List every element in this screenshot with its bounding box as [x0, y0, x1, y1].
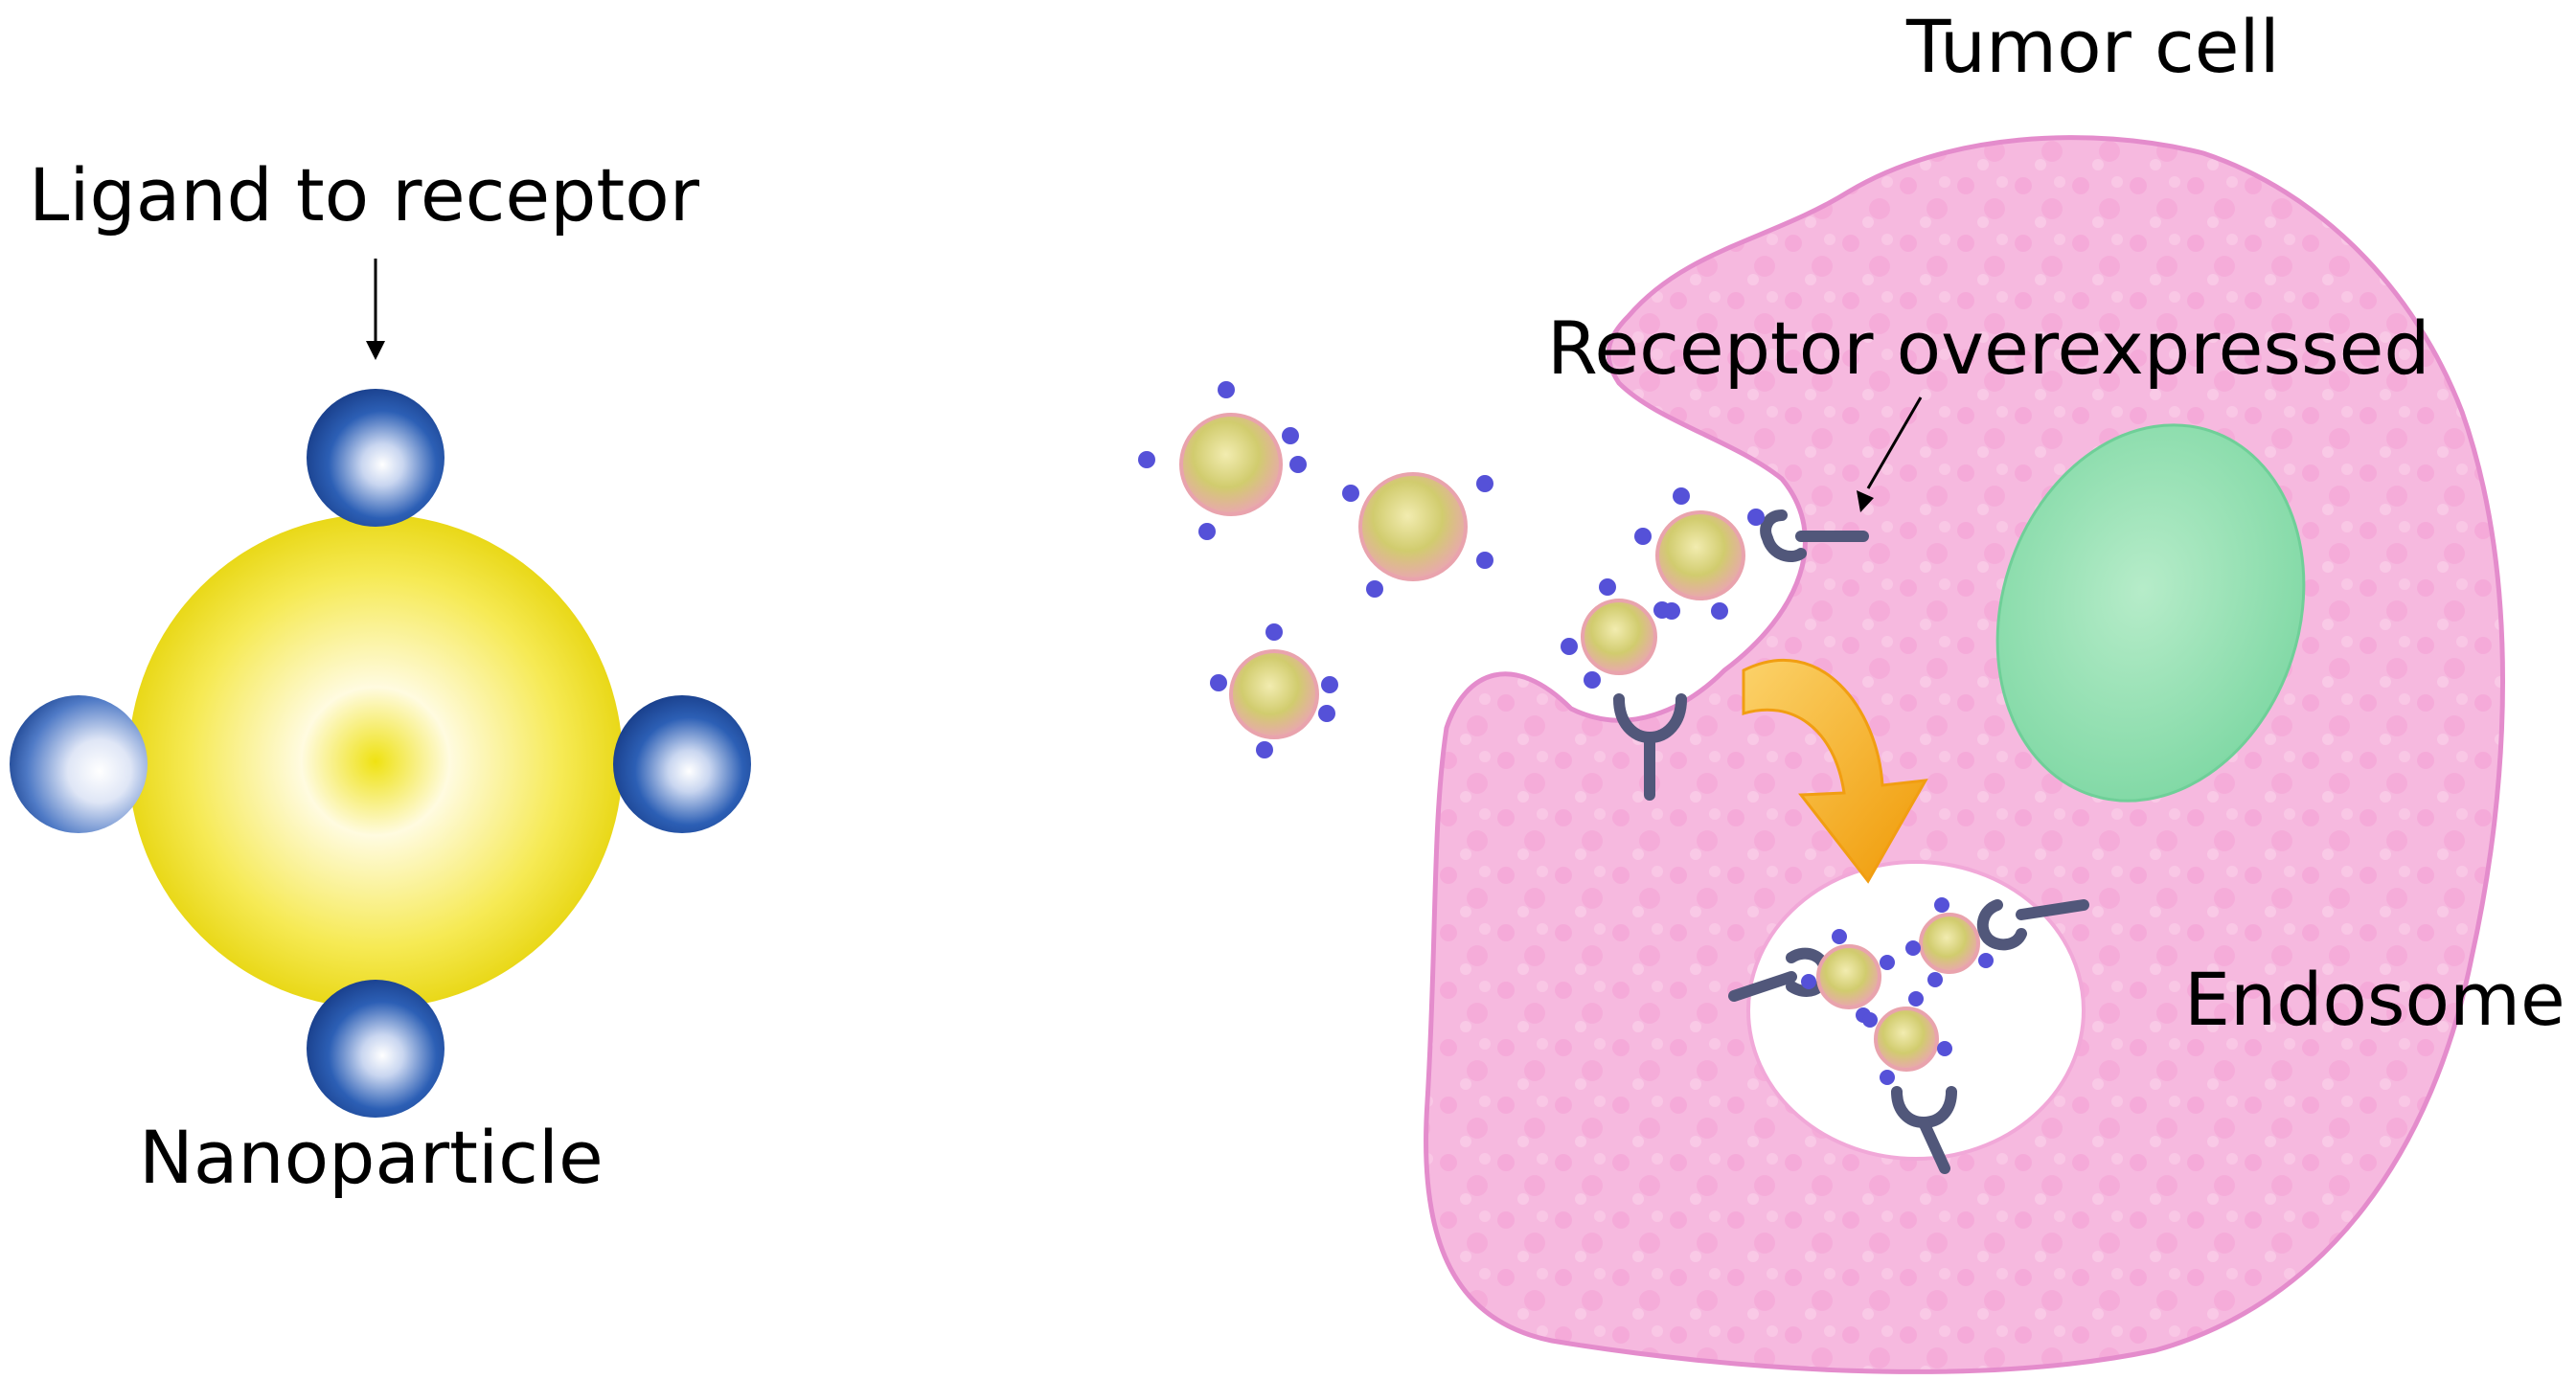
bound-nanoparticle-2 — [1561, 578, 1671, 689]
nanoparticle-core — [128, 514, 623, 1008]
receptor-label: Receptor overexpressed — [1547, 305, 2430, 391]
endosome-label: Endosome — [2184, 957, 2565, 1042]
free-nanoparticle-2 — [1342, 472, 1493, 598]
receptor-pointer-arrowhead — [1857, 490, 1874, 512]
ligand-ball-right — [613, 695, 751, 833]
endosome-receptor-3 — [1891, 1086, 1957, 1174]
surface-receptor-2 — [1613, 693, 1687, 801]
ligand-pointer-arrowhead — [366, 341, 385, 360]
nanoparticle-label: Nanoparticle — [139, 1115, 604, 1200]
tumor-cell-label: Tumor cell — [1905, 4, 2280, 89]
internalization-arrow — [1742, 658, 1928, 884]
surface-receptor-1 — [1760, 509, 1869, 562]
free-nanoparticle-3 — [1210, 623, 1338, 758]
tumor-cell-illustration — [1138, 135, 2505, 1374]
endosome-receptor-2 — [1976, 899, 2089, 951]
ligand-label: Ligand to receptor — [29, 152, 700, 238]
nanoparticle-illustration — [10, 259, 751, 1118]
ligand-ball-left — [10, 695, 148, 833]
endosome-nanoparticle-2 — [1905, 897, 1994, 987]
ligand-ball-bottom — [307, 980, 445, 1118]
endosome-nanoparticle-3 — [1862, 991, 1952, 1085]
free-nanoparticle-1 — [1138, 381, 1307, 540]
receptor-pointer-arrow-line — [1866, 396, 1923, 489]
bound-nanoparticle-1 — [1634, 487, 1765, 620]
endosome-nanoparticle-1 — [1801, 929, 1895, 1023]
nucleus — [1995, 423, 2306, 803]
ligand-ball-top — [307, 389, 445, 527]
